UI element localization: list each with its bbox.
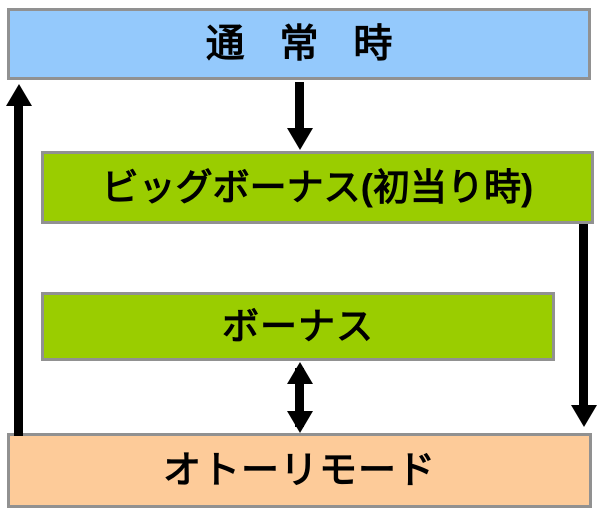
arrowhead-down-icon [287, 128, 313, 150]
node-otori-mode: オトーリモード [7, 433, 592, 508]
arrowhead-down-icon [571, 405, 597, 427]
connector-shaft [14, 104, 23, 436]
node-normal-state-label: 通 常 時 [205, 22, 405, 66]
connector-shaft [579, 224, 588, 409]
arrowhead-down-icon [287, 411, 313, 433]
node-bonus-label: ボーナス [222, 306, 374, 347]
node-bonus: ボーナス [41, 292, 555, 361]
connector-shaft [295, 82, 304, 132]
node-big-bonus: ビッグボーナス(初当り時) [41, 151, 594, 224]
connector-shaft [295, 368, 304, 427]
node-normal-state: 通 常 時 [7, 8, 591, 80]
node-otori-mode-label: オトーリモード [162, 449, 436, 492]
node-big-bonus-label: ビッグボーナス(初当り時) [101, 167, 534, 208]
arrowhead-up-icon [6, 84, 32, 106]
